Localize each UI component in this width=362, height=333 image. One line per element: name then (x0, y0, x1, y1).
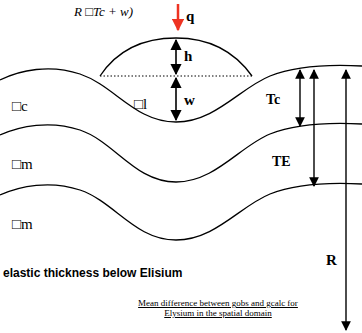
elastic-thickness-arrow (313, 70, 314, 186)
deflection-symbol: w (184, 92, 195, 109)
load-symbol: q (186, 8, 194, 25)
surface-curve (0, 65, 362, 122)
crust-thickness-arrow (299, 70, 300, 126)
reference-level (100, 76, 252, 77)
height-arrow (175, 40, 177, 74)
note-text: Mean difference between gobs and gcalc f… (128, 298, 308, 318)
radius-arrow (345, 70, 346, 330)
thickness-symbol: Tc (266, 92, 280, 108)
radius-symbol: R (326, 252, 337, 269)
height-symbol: h (184, 48, 192, 65)
deflection-arrow (175, 78, 177, 120)
thickness-symbol: TE (272, 154, 291, 170)
load-arrow (177, 4, 180, 30)
density-symbol: □c (12, 98, 28, 115)
density-symbol: □m (12, 156, 33, 173)
caption-text: elastic thickness below Elisium (3, 266, 182, 280)
load-outline (100, 38, 252, 76)
density-symbol: □l (134, 96, 147, 113)
moho-curve (0, 123, 362, 182)
density-symbol: □m (12, 216, 33, 233)
formula-text: R □Tc + w) (74, 4, 133, 20)
lithosphere-base-curve (0, 183, 362, 240)
